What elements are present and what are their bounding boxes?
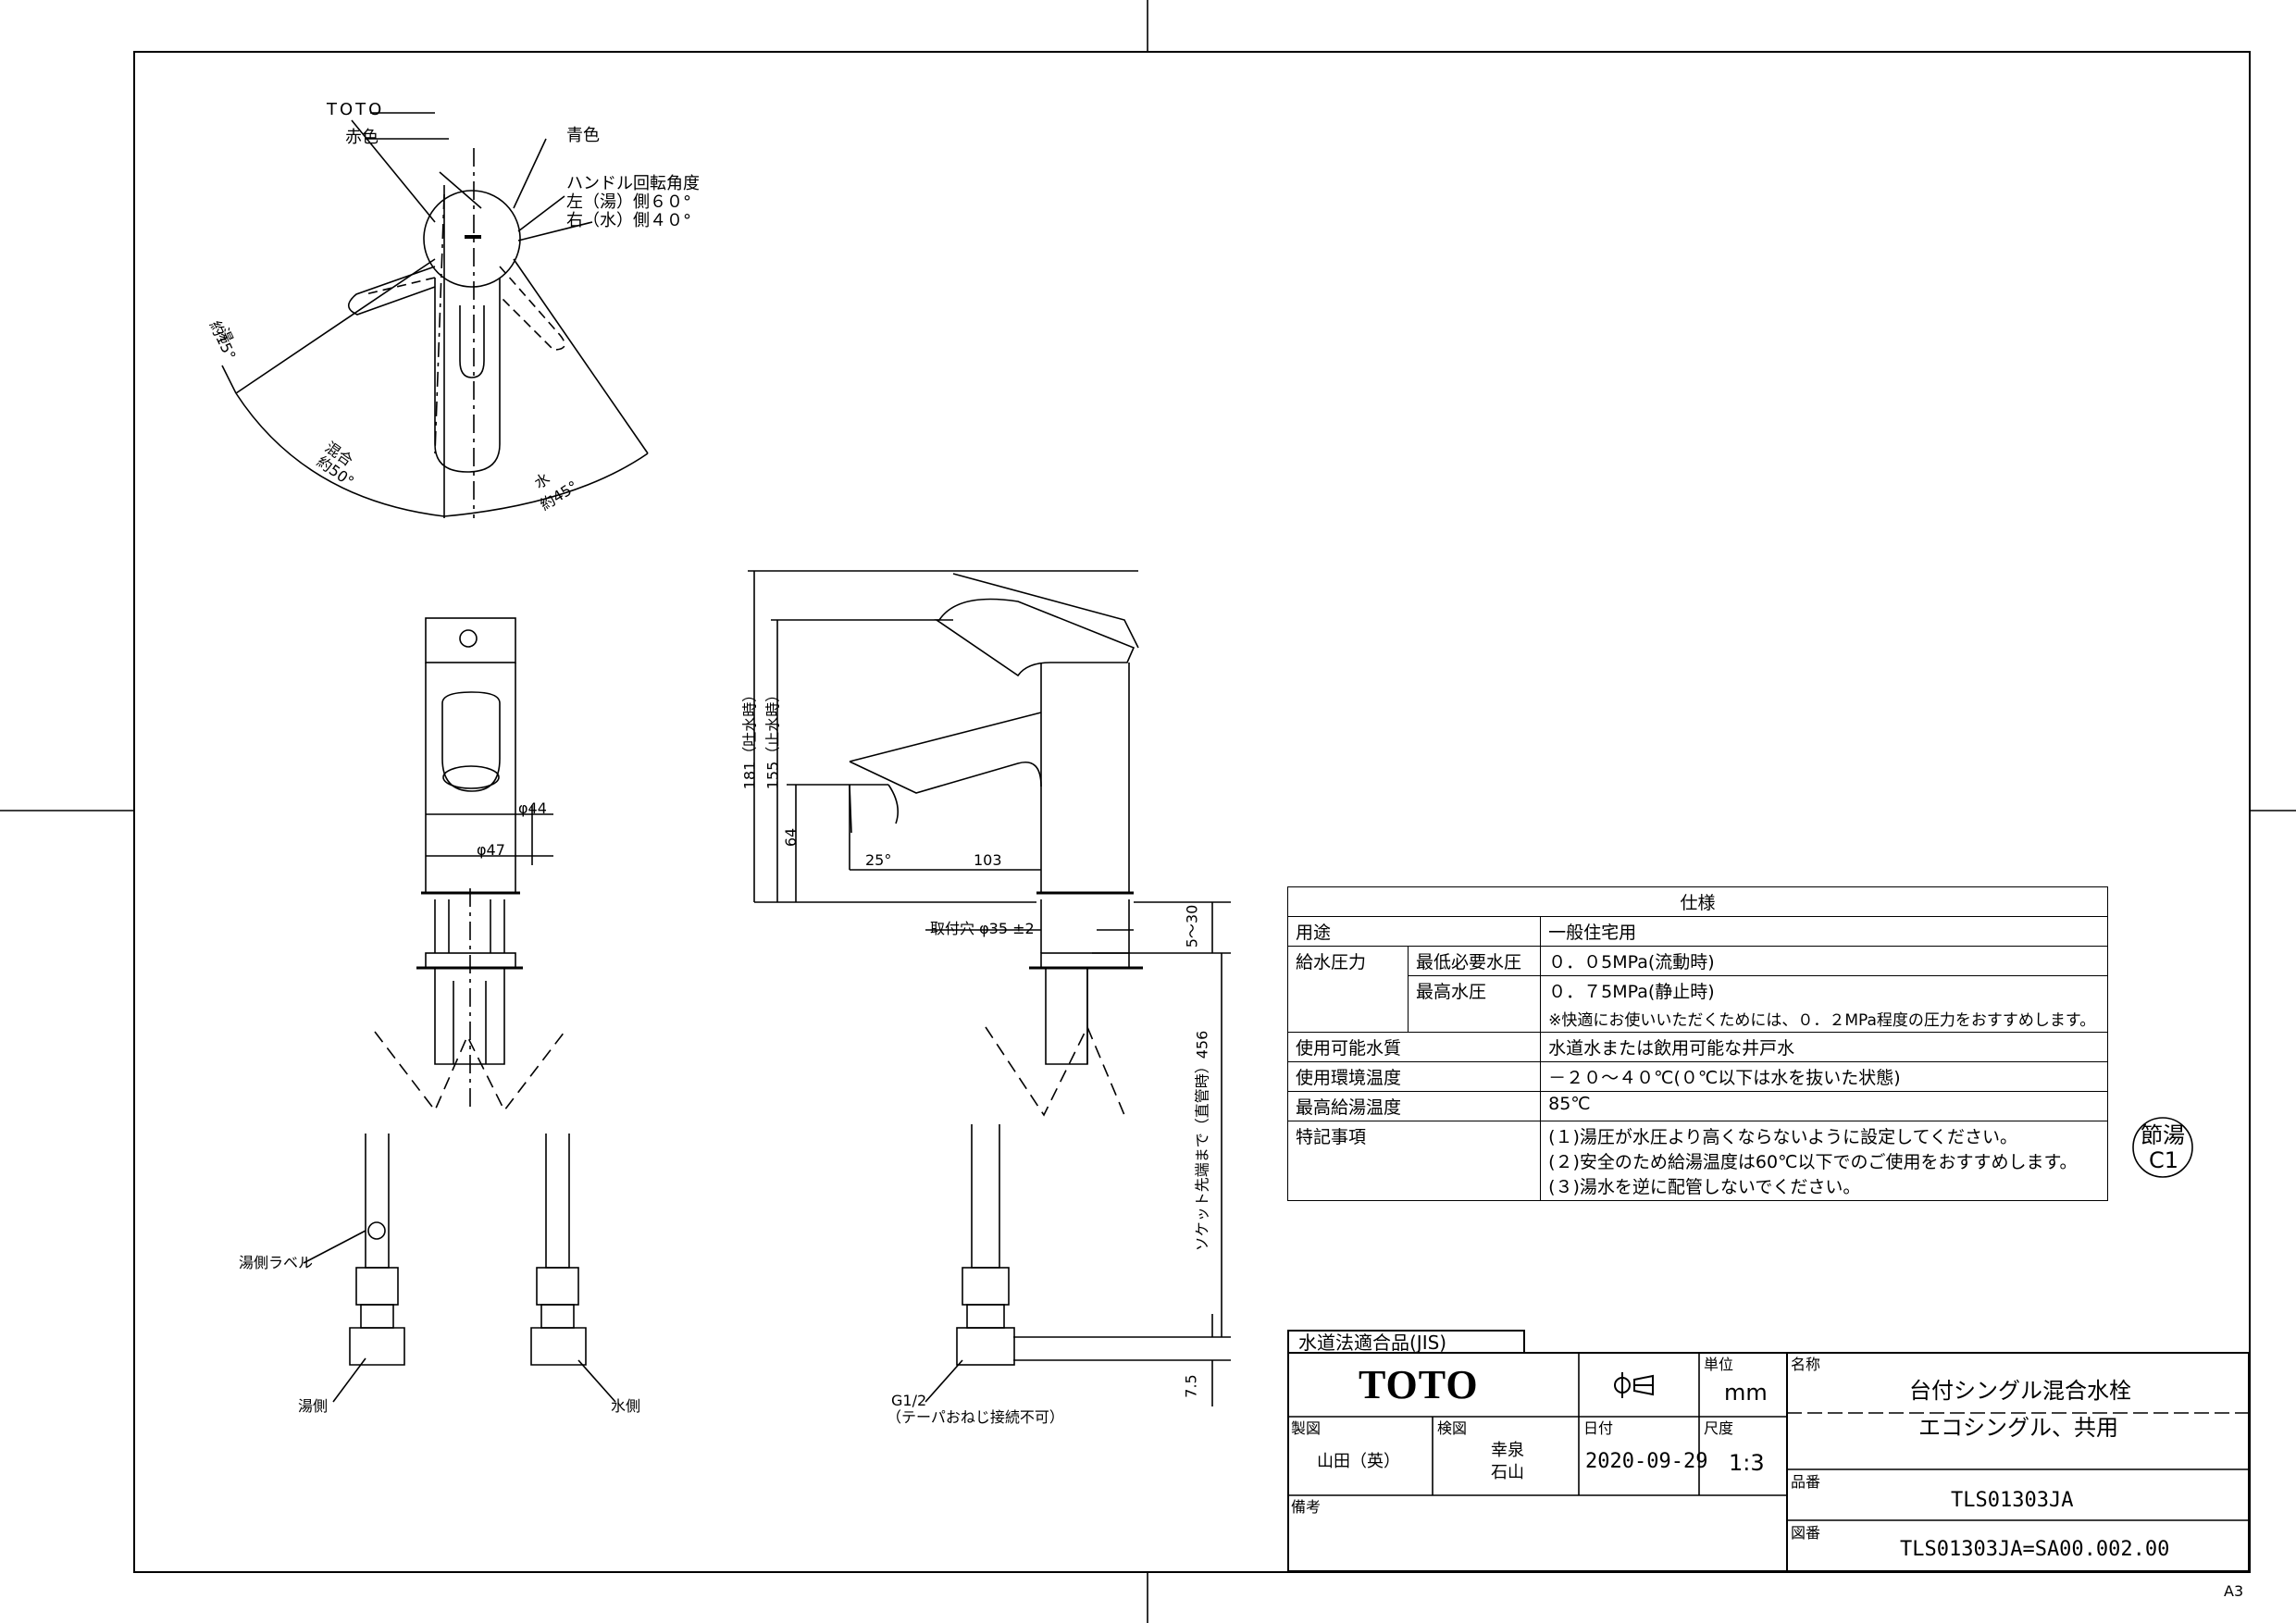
spec-note-2: (２)安全のため給湯温度は60℃以下でのご使用をおすすめします。 bbox=[1548, 1152, 2078, 1172]
stamp-line2: C1 bbox=[2149, 1147, 2179, 1173]
unit-value: mm bbox=[1724, 1380, 1768, 1406]
thread-note: （テーパおねじ接続不可） bbox=[887, 1408, 1064, 1426]
spec-notes: (１)湯圧が水圧より高くならないように設定してください。 (２)安全のため給湯温… bbox=[1540, 1121, 2108, 1201]
spec-water-value: 水道水または飲用可能な井戸水 bbox=[1540, 1032, 2108, 1062]
brand-label: TOTO bbox=[327, 100, 385, 119]
dim-7-5: 7.5 bbox=[1182, 1374, 1200, 1398]
spec-use-label: 用途 bbox=[1286, 916, 1542, 947]
dim-155: 155（止水時） bbox=[763, 687, 782, 790]
dim-64: 64 bbox=[782, 827, 800, 848]
cold-side-label: 水側 bbox=[611, 1397, 641, 1415]
blue-label: 青色 bbox=[566, 126, 600, 145]
drafter-label: 製図 bbox=[1291, 1419, 1322, 1437]
title-block: TOTO 単位 mm 名称 台付シングル混合水栓 エコシングル、共用 製図 山田… bbox=[1287, 1352, 2250, 1572]
date-value: 2020-09-29 bbox=[1585, 1450, 1708, 1473]
spec-min-label: 最低必要水圧 bbox=[1407, 946, 1542, 976]
stamp-line1: 節湯 bbox=[2141, 1122, 2185, 1148]
spec-use-value: 一般住宅用 bbox=[1540, 916, 2108, 947]
drawing-no-label: 図番 bbox=[1791, 1524, 1821, 1542]
spec-temp-label: 使用環境温度 bbox=[1286, 1061, 1542, 1092]
name-label: 名称 bbox=[1791, 1356, 1821, 1373]
checker-value-1: 幸泉 bbox=[1491, 1441, 1524, 1460]
spec-max-label: 最高水圧 bbox=[1407, 975, 1542, 1033]
spec-hot-label: 最高給湯温度 bbox=[1286, 1091, 1542, 1121]
spec-table: 仕様 用途 一般住宅用 給水圧力 最低必要水圧 ０．０5MPa(流動時) 最高水… bbox=[1286, 886, 2108, 1201]
checker-label: 検図 bbox=[1437, 1419, 1468, 1437]
scale-value: 1:3 bbox=[1729, 1450, 1765, 1476]
drafter-value: 山田（英） bbox=[1317, 1452, 1400, 1471]
date-label: 日付 bbox=[1583, 1419, 1614, 1437]
spec-note-3: (３)湯水を逆に配管しないでください。 bbox=[1548, 1177, 1861, 1197]
rotation-hot: 左（湯）側６０° bbox=[566, 192, 691, 212]
toto-logo: TOTO bbox=[1359, 1362, 1479, 1407]
dim-5-30: 5～30 bbox=[1183, 904, 1201, 948]
part-label: 品番 bbox=[1791, 1473, 1821, 1491]
hot-side-label: 湯側 bbox=[298, 1397, 329, 1415]
unit-label: 単位 bbox=[1704, 1356, 1734, 1373]
subname-value: エコシングル、共用 bbox=[1918, 1415, 2118, 1441]
spec-min-value: ０．０5MPa(流動時) bbox=[1540, 946, 2108, 976]
dia-44-label: φ44 bbox=[518, 799, 547, 817]
name-value: 台付シングル混合水栓 bbox=[1909, 1378, 2131, 1404]
sheet-size: A3 bbox=[2224, 1582, 2244, 1600]
spec-note-1: (１)湯圧が水圧より高くならないように設定してください。 bbox=[1548, 1127, 2018, 1147]
spec-temp-value: －２０～４０℃(０℃以下は水を抜いた状態) bbox=[1540, 1061, 2108, 1092]
title-block-grid bbox=[1287, 1352, 2250, 1572]
rotation-cold: 右（水）側４０° bbox=[566, 211, 691, 230]
spec-pressure-note: ※快適にお使いいただくためには、０．２MPa程度の圧力をおすすめします。 bbox=[1540, 1005, 2108, 1033]
jis-label: 水道法適合品(JIS) bbox=[1298, 1332, 1447, 1354]
part-value: TLS01303JA bbox=[1951, 1489, 2074, 1512]
hot-label-tag: 湯側ラベル bbox=[239, 1254, 314, 1271]
scale-label: 尺度 bbox=[1704, 1419, 1734, 1437]
dim-181: 181（吐水時） bbox=[740, 687, 759, 790]
jis-label-box: 水道法適合品(JIS) bbox=[1287, 1330, 1525, 1354]
checker-value-2: 石山 bbox=[1491, 1463, 1524, 1482]
spec-pressure-label: 給水圧力 bbox=[1287, 946, 1409, 1033]
spec-notes-label: 特記事項 bbox=[1286, 1121, 1542, 1201]
thread-label: G1/2 bbox=[891, 1392, 927, 1409]
rotation-title: ハンドル回転角度 bbox=[566, 174, 700, 193]
spec-water-label: 使用可能水質 bbox=[1286, 1032, 1542, 1062]
dim-103: 103 bbox=[974, 851, 1002, 869]
red-label: 赤色 bbox=[345, 128, 379, 147]
spec-max-value: ０．７5MPa(静止時) bbox=[1540, 975, 2108, 1005]
drawing-no-value: TLS01303JA=SA00.002.00 bbox=[1900, 1538, 2170, 1561]
angle-25: 25° bbox=[865, 851, 892, 869]
mount-hole-label: 取付穴 φ35 ±2 bbox=[930, 920, 1035, 937]
dim-456: ソケット先端まで（直管時）456 bbox=[1193, 1030, 1211, 1252]
dia-47-label: φ47 bbox=[477, 841, 505, 859]
spec-hot-value: 85℃ bbox=[1540, 1091, 2108, 1121]
spec-title: 仕様 bbox=[1287, 886, 2108, 917]
remarks-label: 備考 bbox=[1291, 1498, 1322, 1516]
